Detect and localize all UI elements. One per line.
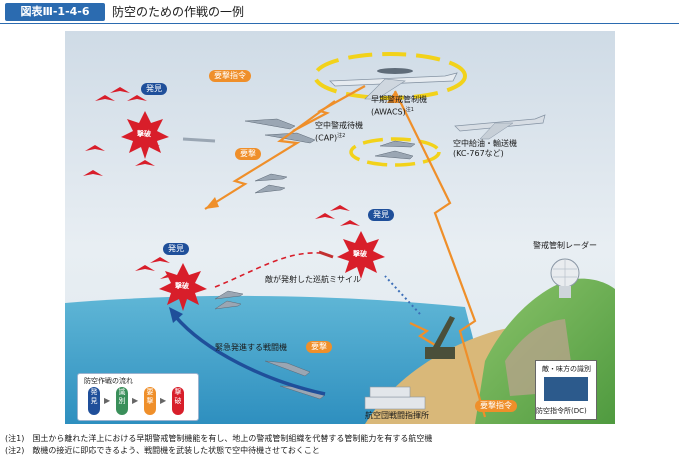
header-rule — [0, 23, 679, 24]
cap-abbr: (CAP) — [315, 133, 338, 143]
command-center-label: 航空団戦闘指揮所 — [365, 411, 429, 420]
attack-order-top-pill: 要撃指令 — [209, 70, 251, 82]
tanker-label: 空中給油・輸送機 (KC-767など) — [453, 139, 517, 159]
cap-note-ref: 注2 — [337, 133, 346, 139]
dc-screen — [544, 377, 588, 401]
detect-pill-2: 発見 — [368, 209, 394, 221]
footnote-1: (注1) 国土から離れた洋上における早期警戒管制機能を有し、地上の警戒管制組織を… — [5, 434, 433, 443]
flow-arrow-1: ▶ — [104, 396, 111, 405]
awacs-aircraft — [329, 68, 458, 100]
tanker-abbr: (KC-767など) — [453, 149, 504, 158]
detect-pill-3: 発見 — [163, 243, 189, 255]
radar-label: 警戒管制レーダー — [533, 241, 597, 250]
flow-legend: 防空作戦の流れ 発見 ▶ 識別 ▶ 要撃 ▶ 撃破 — [77, 373, 199, 421]
destroy-label-2: 撃破 — [353, 250, 367, 258]
dc-label: 防空指令所(DC) — [536, 407, 587, 415]
attack-order-bottom-pill: 要撃指令 — [475, 400, 517, 412]
awacs-name: 早期警戒管制機 — [371, 95, 427, 104]
flow-title: 防空作戦の流れ — [84, 377, 133, 385]
tanker-aircraft — [454, 114, 546, 140]
intercept-path-red — [214, 252, 321, 288]
command-arrows — [204, 85, 487, 418]
intercept-left-pill: 要撃 — [235, 148, 261, 160]
tanker-name: 空中給油・輸送機 — [453, 139, 517, 148]
flow-step-detect: 発見 — [88, 387, 100, 415]
flow-arrow-2: ▶ — [132, 396, 139, 405]
awacs-note-ref: 注1 — [405, 107, 414, 113]
footnote-2: (注2) 敵機の接近に即応できるよう、戦闘機を武装した状態で空中待機させておくこ… — [5, 446, 320, 455]
scramble-label: 緊急発進する戦闘機 — [215, 343, 287, 352]
detect-pill-1: 発見 — [141, 83, 167, 95]
cruise-missile — [318, 250, 334, 259]
cap-name: 空中警戒待機 — [315, 121, 363, 130]
intercept-bottom-pill: 要撃 — [306, 341, 332, 353]
flow-step-intercept: 要撃 — [144, 387, 156, 415]
awacs-orbit — [313, 52, 467, 100]
destroy-burst-1 — [121, 111, 169, 159]
flow-arrow-3: ▶ — [160, 396, 167, 405]
figure-title: 防空のための作戦の一例 — [112, 5, 245, 19]
destroy-label-1: 撃破 — [137, 130, 151, 138]
cap-label: 空中警戒待機 (CAP)注2 — [315, 121, 363, 144]
destroy-burst-2 — [337, 231, 385, 279]
illustration-panel: 要撃指令 要撃 要撃 要撃指令 発見 発見 発見 撃破 撃破 撃破 早期警戒管制… — [65, 31, 615, 424]
cap-missile — [182, 137, 216, 143]
awacs-label: 早期警戒管制機 (AWACS)注1 — [371, 95, 427, 118]
scramble-arrow — [173, 314, 326, 396]
missile-label: 敵が発射した巡航ミサイル — [265, 275, 361, 284]
footnotes: (注1) 国土から離れた洋上における早期警戒管制機能を有し、地上の警戒管制組織を… — [5, 433, 432, 457]
flow-step-identify: 識別 — [116, 387, 128, 415]
figure-number-badge: 図表Ⅲ-1-4-6 — [5, 3, 105, 21]
cap-orbit — [349, 137, 441, 167]
destroy-label-3: 撃破 — [175, 282, 189, 290]
dc-inset: 敵・味方の識別 防空指令所(DC) — [535, 360, 597, 420]
awacs-abbr: (AWACS) — [371, 107, 406, 117]
sam-launcher — [425, 316, 455, 359]
cap-fighters — [214, 118, 416, 400]
dc-id-label: 敵・味方の識別 — [542, 365, 591, 373]
sam-trail — [384, 275, 421, 315]
flow-step-destroy: 撃破 — [172, 387, 184, 415]
command-building — [364, 386, 426, 410]
scene-illustration — [65, 31, 615, 424]
destroy-burst-3 — [159, 263, 207, 311]
header: 図表Ⅲ-1-4-6 防空のための作戦の一例 — [0, 0, 679, 24]
